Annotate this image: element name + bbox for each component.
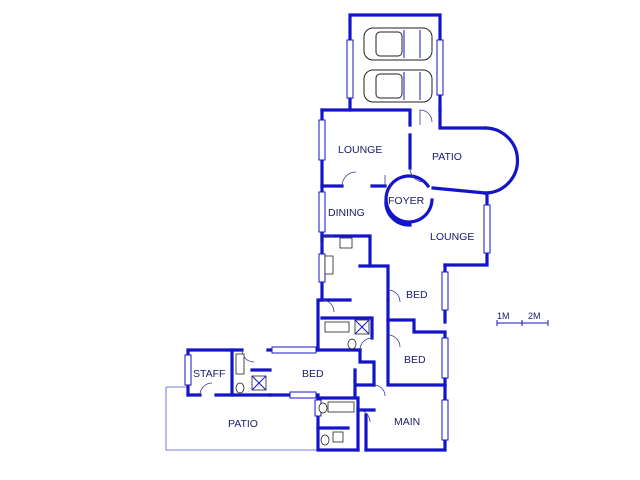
windows — [184, 39, 491, 441]
room-label-bed-lower: BED — [404, 354, 426, 366]
room-label-bed-staff-side: BED — [302, 368, 324, 380]
basin-lower — [318, 402, 328, 414]
room-label-dining: DINING — [328, 207, 365, 219]
staff-shower — [235, 353, 245, 375]
scale-label-1m: 1M — [497, 311, 510, 321]
room-label-main: MAIN — [394, 416, 420, 428]
room-label-patio-bottom: PATIO — [228, 418, 258, 430]
room-label-foyer: FOYER — [388, 195, 425, 207]
interior-walls — [230, 133, 487, 452]
toilet-lower — [320, 434, 330, 446]
room-labels: LOUNGE PATIO FOYER DINING LOUNGE BED BED… — [193, 144, 474, 430]
room-label-bed-upper: BED — [406, 289, 428, 301]
scale-label-2m: 2M — [528, 311, 541, 321]
doors — [199, 109, 433, 423]
fixtures — [235, 237, 370, 446]
room-label-staff: STAFF — [193, 368, 225, 380]
car-top — [363, 27, 433, 61]
stove — [324, 255, 334, 275]
staff-toilet — [235, 382, 245, 394]
kitchen-sink — [339, 237, 353, 249]
patio-outline — [165, 386, 318, 451]
scale-bar: 1M 2M — [496, 311, 549, 326]
room-label-patio-top: PATIO — [432, 151, 462, 163]
room-label-lounge-top: LOUNGE — [338, 144, 382, 156]
garage-cars — [363, 27, 433, 103]
room-label-lounge-right: LOUNGE — [430, 231, 474, 243]
bath-lower — [327, 401, 355, 413]
toilet-upper — [347, 338, 357, 350]
car-bottom — [363, 69, 433, 103]
vanity-lower — [332, 431, 344, 443]
bath-upper — [324, 321, 350, 333]
